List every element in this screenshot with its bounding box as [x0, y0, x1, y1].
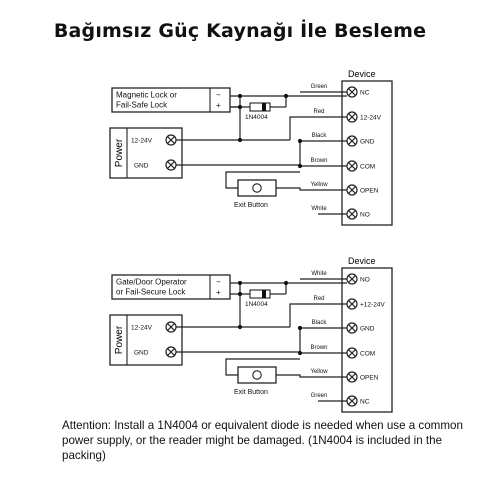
junction-gnd-black — [297, 138, 303, 144]
terminal-label-2: 12-24V — [360, 115, 382, 122]
terminal-screw-6-slot — [348, 210, 356, 218]
junction-lock-minus — [237, 93, 243, 99]
device-label: Device — [348, 69, 376, 79]
power-gnd-label: GND — [134, 163, 149, 170]
power-gnd-label: GND — [134, 350, 149, 357]
junction-diode-right — [283, 280, 289, 286]
terminal-screw-6-slot — [348, 397, 356, 405]
lock-label-line1: Gate/Door Operator — [116, 278, 187, 287]
wire-color-label-5: Yellow — [310, 369, 328, 375]
junction-power-v — [237, 324, 243, 330]
wire-color-label-3: Black — [312, 320, 328, 326]
wire-exit-ground — [225, 171, 300, 189]
terminal-screw-2-slot — [348, 300, 356, 308]
terminal-screw-2-slot — [348, 113, 356, 121]
wire-color-label-2: Red — [313, 109, 324, 115]
lock-label-line2: Fail-Safe Lock — [116, 101, 168, 110]
junction-power-v — [237, 137, 243, 143]
wire-exit-ground — [225, 358, 300, 376]
diode-label: 1N4004 — [245, 301, 268, 308]
junction-gnd-black — [297, 325, 303, 331]
wire-yellow — [276, 187, 347, 191]
power-label: Power — [114, 325, 125, 354]
terminal-label-5: OPEN — [360, 375, 379, 382]
wire-color-label-4: Brown — [310, 158, 327, 164]
wire-color-label-4: Brown — [310, 345, 327, 351]
junction-lock-minus — [237, 280, 243, 286]
diode-band — [262, 290, 266, 298]
terminal-label-6: NO — [360, 212, 370, 219]
lock-minus-label: − — [216, 91, 221, 100]
exit-button-knob — [252, 183, 262, 193]
exit-button-label: Exit Button — [234, 389, 268, 396]
terminal-label-6: NC — [360, 399, 370, 406]
terminal-label-3: GND — [360, 139, 375, 146]
power-label: Power — [114, 138, 125, 167]
wire-color-label-1: White — [311, 271, 327, 277]
terminal-screw-5-slot — [348, 373, 356, 381]
terminal-screw-5-slot — [348, 186, 356, 194]
terminal-label-4: COM — [360, 164, 375, 171]
junction-gnd — [297, 163, 303, 169]
lock-plus-label: + — [216, 101, 221, 110]
wire-color-label-3: Black — [312, 133, 328, 139]
junction-lock-plus — [237, 291, 243, 297]
power-v-screw-slot — [167, 323, 175, 331]
wire-color-label-2: Red — [313, 296, 324, 302]
power-v-label: 12-24V — [131, 138, 153, 145]
page-title: Bağımsız Güç Kaynağı İle Besleme — [53, 20, 427, 42]
junction-diode-right — [283, 93, 289, 99]
terminal-label-3: GND — [360, 326, 375, 333]
terminal-label-1: NO — [360, 277, 370, 284]
wire-red — [289, 116, 347, 140]
terminal-label-4: COM — [360, 351, 375, 358]
exit-button-label: Exit Button — [234, 202, 268, 209]
terminal-screw-3-slot — [348, 324, 356, 332]
wire-yellow — [276, 374, 347, 378]
junction-lock-plus — [237, 104, 243, 110]
device-box — [341, 267, 393, 413]
terminal-label-1: NC — [360, 90, 370, 97]
power-gnd-screw-slot — [167, 161, 175, 169]
power-v-label: 12-24V — [131, 325, 153, 332]
terminal-screw-1-slot — [348, 275, 356, 283]
device-label: Device — [348, 256, 376, 266]
terminal-screw-4-slot — [348, 162, 356, 170]
exit-button-knob — [252, 370, 262, 380]
lock-label-line2: or Fail-Secure Lock — [116, 288, 186, 297]
lock-minus-label: − — [216, 278, 221, 287]
diode-body — [249, 289, 271, 299]
lock-label-line1: Magnetic Lock or — [116, 91, 177, 100]
terminal-screw-3-slot — [348, 137, 356, 145]
wire-color-label-6: White — [311, 206, 327, 212]
diode-label: 1N4004 — [245, 114, 268, 121]
terminal-label-5: OPEN — [360, 188, 379, 195]
power-gnd-screw-slot — [167, 348, 175, 356]
junction-gnd — [297, 350, 303, 356]
device-box — [341, 80, 393, 226]
power-v-screw-slot — [167, 136, 175, 144]
wire-color-label-6: Green — [311, 393, 328, 399]
terminal-screw-1-slot — [348, 88, 356, 96]
lock-plus-label: + — [216, 288, 221, 297]
wire-red — [289, 303, 347, 327]
attention-note: Attention: Install a 1N4004 or equivalen… — [62, 419, 463, 462]
diode-band — [262, 103, 266, 111]
wire-color-label-1: Green — [311, 84, 328, 90]
wire-color-label-5: Yellow — [310, 182, 328, 188]
terminal-label-2: +12-24V — [360, 302, 385, 309]
terminal-screw-4-slot — [348, 349, 356, 357]
diode-body — [249, 102, 271, 112]
